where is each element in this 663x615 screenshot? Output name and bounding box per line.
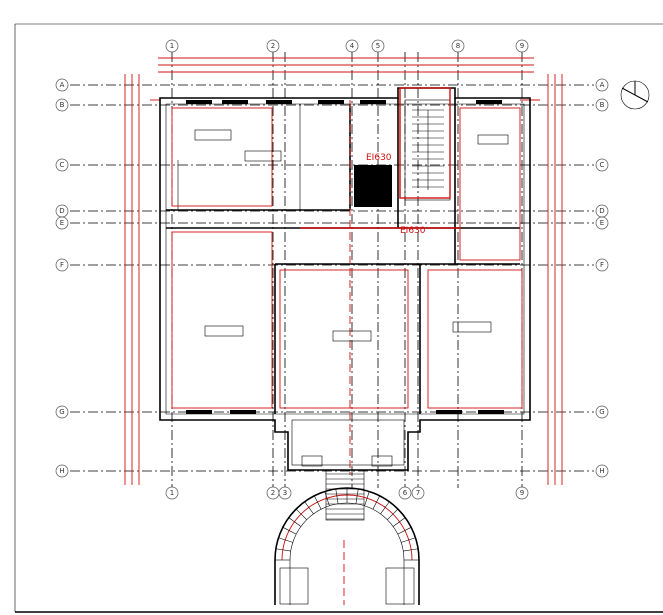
grid-bubble: 7 xyxy=(411,486,425,500)
grid-bubble: C xyxy=(595,158,609,172)
grid-bubble: 6 xyxy=(398,486,412,500)
grid-label: 9 xyxy=(520,489,524,497)
grid-label: C xyxy=(600,161,605,169)
window xyxy=(266,100,292,104)
grid-bubble: H xyxy=(595,464,609,478)
window xyxy=(186,100,212,104)
north-arrow-icon xyxy=(620,80,650,110)
grid-bubble: E xyxy=(55,216,69,230)
grid-bubble: 1 xyxy=(165,39,179,53)
grid-label: E xyxy=(60,219,64,227)
window xyxy=(230,410,256,414)
grid-label: E xyxy=(600,219,604,227)
grid-bubble: G xyxy=(595,405,609,419)
window xyxy=(478,410,504,414)
grid-label: D xyxy=(599,207,604,215)
grid-label: 6 xyxy=(403,489,408,497)
grid-label: G xyxy=(59,408,64,416)
building-walls xyxy=(159,87,531,521)
grid-label: D xyxy=(59,207,64,215)
grid-label: F xyxy=(600,261,604,269)
grid-label: C xyxy=(60,161,65,169)
window xyxy=(222,100,248,104)
grid-label: 4 xyxy=(350,42,355,50)
grid-bubble: B xyxy=(55,98,69,112)
window xyxy=(360,100,386,104)
window xyxy=(186,410,212,414)
grid-bubble: 2 xyxy=(266,486,280,500)
window xyxy=(318,100,344,104)
grid-rows xyxy=(70,84,594,472)
room-tags xyxy=(194,129,509,342)
grid-bubble: 9 xyxy=(515,39,529,53)
grid-bubble: 9 xyxy=(515,486,529,500)
room-outlines xyxy=(171,87,523,475)
grid-bubble: D xyxy=(55,204,69,218)
grid-bubble: G xyxy=(55,405,69,419)
grid-label: 2 xyxy=(271,489,275,497)
grid-bubble: 5 xyxy=(371,39,385,53)
grid-label: 5 xyxy=(376,42,380,50)
grid-label: G xyxy=(599,408,604,416)
grid-bubble: H xyxy=(55,464,69,478)
grid-bubble: A xyxy=(595,78,609,92)
grid-bubble: 4 xyxy=(345,39,359,53)
window xyxy=(476,100,502,104)
grid-bubble: F xyxy=(595,258,609,272)
grid-label: F xyxy=(60,261,64,269)
grid-bubble: 2 xyxy=(266,39,280,53)
fire-rating-label: EI630 xyxy=(366,153,392,163)
grid-label: 1 xyxy=(170,42,174,50)
grid-label: 3 xyxy=(283,489,287,497)
grid-bubble: 8 xyxy=(451,39,465,53)
grid-bubble: E xyxy=(595,216,609,230)
grid-label: A xyxy=(600,81,605,89)
grid-label: A xyxy=(60,81,65,89)
grid-bubble: 3 xyxy=(278,486,292,500)
grid-label: H xyxy=(599,467,604,475)
grid-bubble: A xyxy=(55,78,69,92)
grid-label: 9 xyxy=(520,42,524,50)
grid-bubble: D xyxy=(595,204,609,218)
grid-bubble: C xyxy=(55,158,69,172)
grid-label: 2 xyxy=(271,42,275,50)
grid-label: B xyxy=(600,101,605,109)
grid-label: B xyxy=(60,101,65,109)
grid-label: H xyxy=(59,467,64,475)
curved-staircase xyxy=(274,487,420,605)
fire-rating-label: EI630 xyxy=(400,226,426,236)
window xyxy=(436,410,462,414)
grid-label: 7 xyxy=(416,489,420,497)
grid-bubble: B xyxy=(595,98,609,112)
grid-label: 8 xyxy=(456,42,460,50)
grid-bubble: F xyxy=(55,258,69,272)
grid-bubble: 1 xyxy=(165,486,179,500)
grid-label: 1 xyxy=(170,489,174,497)
dimension-lines xyxy=(124,57,563,485)
